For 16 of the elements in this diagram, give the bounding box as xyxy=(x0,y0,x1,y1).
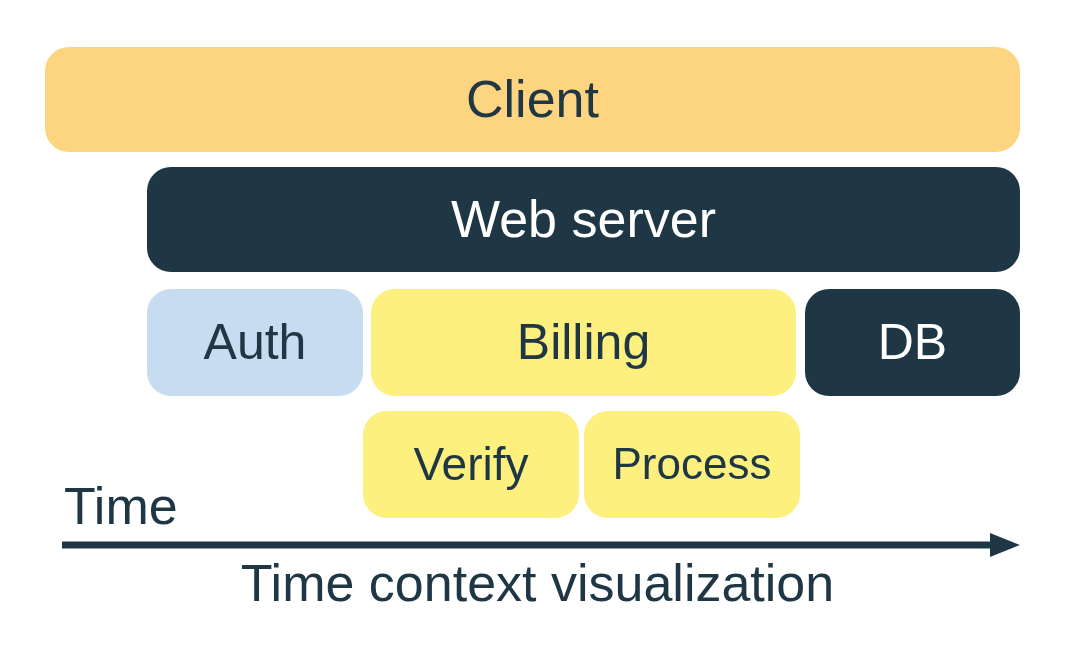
bar-label: DB xyxy=(877,315,948,370)
timeline-bar xyxy=(45,47,1020,152)
bar-label: Verify xyxy=(413,439,529,490)
axis-label: Time xyxy=(64,478,178,536)
timeline-bar xyxy=(147,167,1020,272)
bar-label: Auth xyxy=(203,315,307,370)
bar-label: Client xyxy=(466,70,599,129)
bar-label: Web server xyxy=(451,190,716,249)
timeline-bar xyxy=(584,411,800,518)
caption: Time context visualization xyxy=(239,555,836,613)
timeline-bar xyxy=(363,411,579,518)
timeline-bar xyxy=(147,289,363,396)
bar-label: Process xyxy=(612,440,772,489)
timeline-bar xyxy=(371,289,796,396)
bar-label: Billing xyxy=(516,315,651,370)
timeline-bar xyxy=(805,289,1020,396)
